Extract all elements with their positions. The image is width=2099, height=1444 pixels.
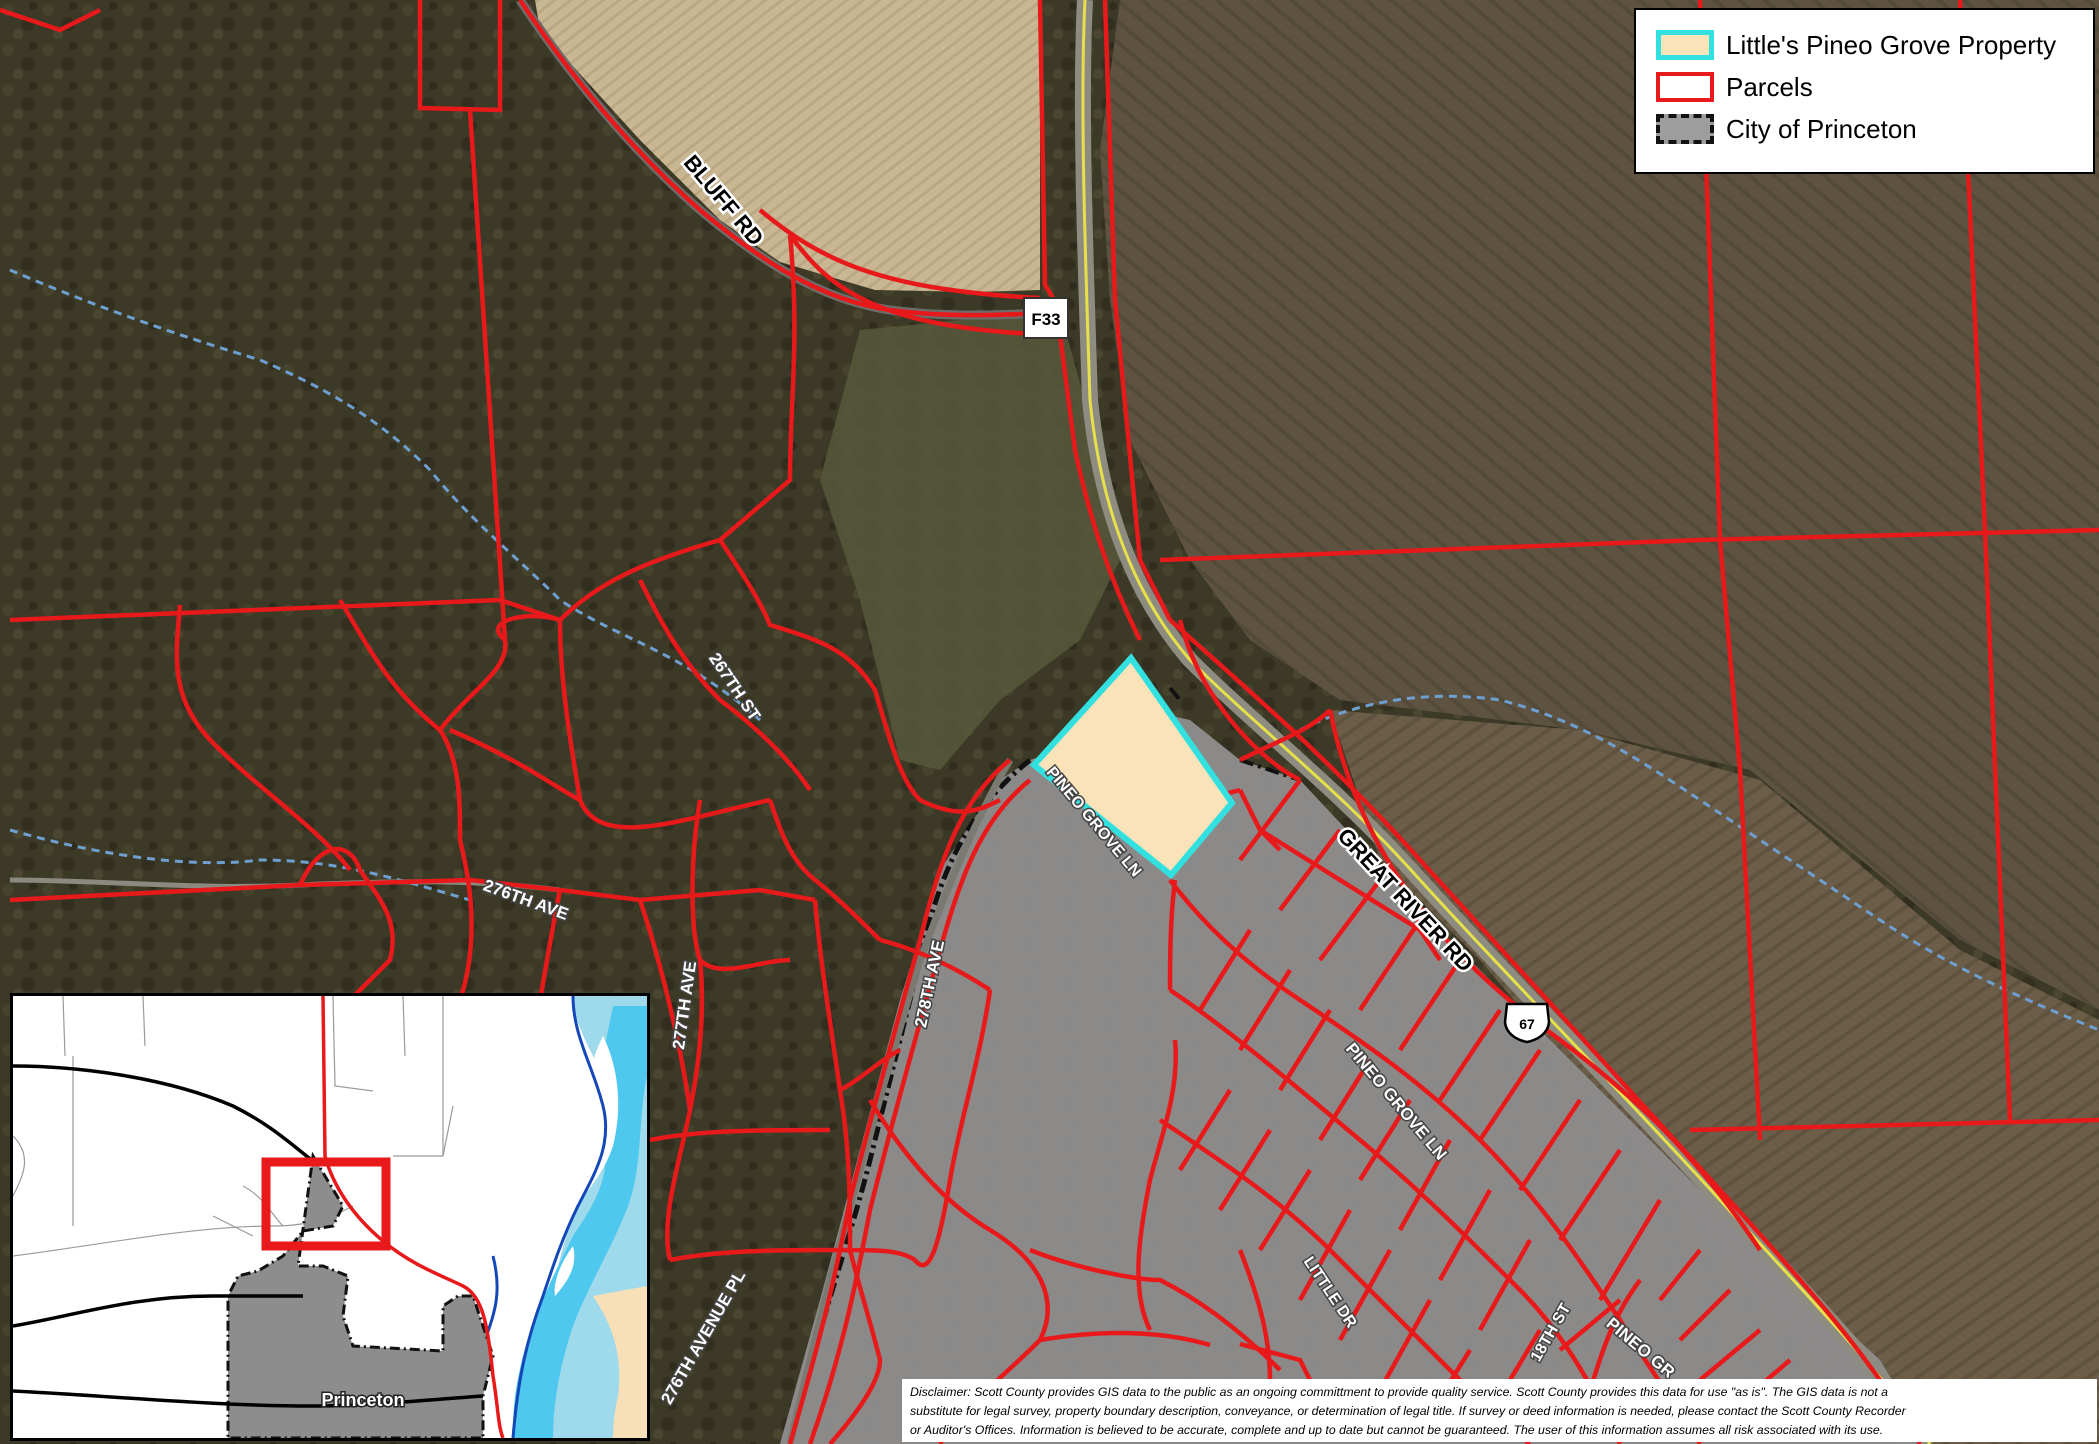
- inset-locator-square: [261, 1157, 391, 1251]
- creek-east: [1299, 694, 2099, 1032]
- inset-city-area: [226, 1151, 495, 1438]
- legend-label-property: Little's Pineo Grove Property: [1726, 29, 2057, 60]
- littles-pineo-grove-property[interactable]: [1029, 653, 1236, 880]
- label-f33: F33: [1031, 310, 1060, 329]
- legend-item-parcels: Parcels: [1656, 66, 2079, 108]
- inset-red-roads: [321, 996, 505, 1438]
- grass-strip: [820, 310, 1120, 770]
- disclaimer-line-3: or Auditor's Offices. Information is bel…: [910, 1423, 1884, 1437]
- creek-west: [9, 268, 761, 722]
- disclaimer-line-2: substitute for legal survey, property bo…: [910, 1404, 1906, 1418]
- legend-label-city: City of Princeton: [1726, 113, 1917, 144]
- legend-swatch-city: [1656, 114, 1714, 144]
- inset-city-label: Princeton: [321, 1390, 404, 1410]
- disclaimer-box: Disclaimer: Scott County provides GIS da…: [902, 1379, 2097, 1442]
- inset-roads: [13, 1064, 484, 1408]
- legend-swatch-property: [1656, 30, 1714, 60]
- legend-swatch-parcels: [1656, 72, 1714, 102]
- field-north: [535, 0, 1040, 292]
- city-boundary-north: [1168, 686, 1301, 782]
- legend-label-parcels: Parcels: [1726, 71, 1813, 102]
- label-us-67: 67: [1519, 1016, 1535, 1032]
- inset-island-2: [554, 1246, 575, 1296]
- disclaimer-line-1: Disclaimer: Scott County provides GIS da…: [910, 1385, 1888, 1399]
- inset-island: [568, 1036, 619, 1216]
- map-legend: Little's Pineo Grove Property Parcels Ci…: [1634, 8, 2095, 174]
- f33-shield: [1023, 297, 1069, 339]
- inset-locator-map[interactable]: Princeton: [10, 993, 650, 1441]
- legend-item-city: City of Princeton: [1656, 108, 2079, 150]
- field-east: [1100, 0, 2099, 1010]
- inset-land-east: [593, 1286, 647, 1438]
- inset-river-edge: [511, 996, 608, 1438]
- city-of-princeton-area[interactable]: [780, 700, 1930, 1444]
- legend-item-property: Little's Pineo Grove Property: [1656, 24, 2079, 66]
- inset-map-svg: Princeton: [13, 996, 647, 1438]
- ave-278th-road[interactable]: [786, 758, 1014, 1444]
- field-southeast: [1330, 710, 2099, 1444]
- us-67-shield: [1503, 1002, 1551, 1044]
